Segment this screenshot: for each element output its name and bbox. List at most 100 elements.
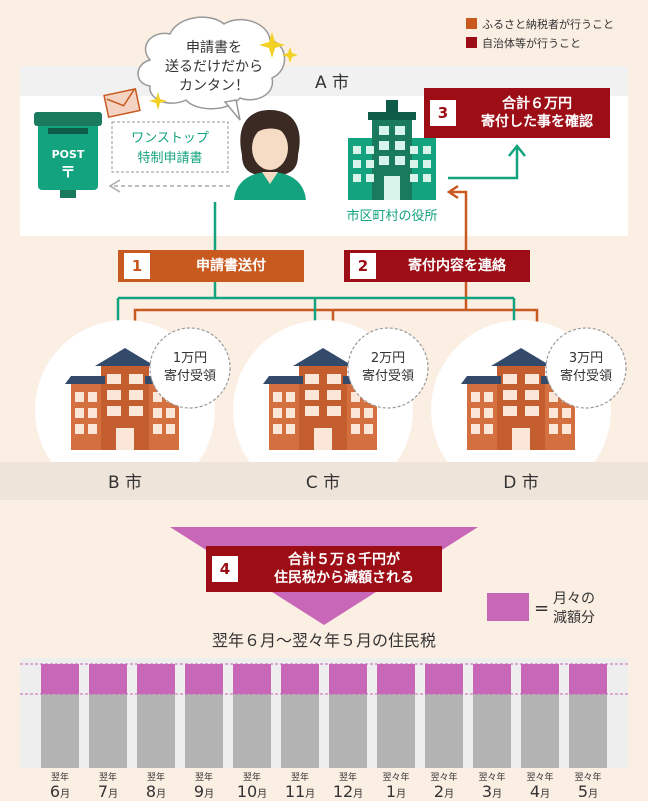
month-label: 12月 (333, 782, 363, 801)
cities-ground-band (0, 462, 648, 500)
month-year-label: 翌々年 (382, 771, 409, 783)
monthly-reduction-bar (569, 664, 607, 694)
step-2-number: 2 (350, 253, 376, 279)
office-label: 市区町村の役所 (346, 208, 437, 224)
monthly-tax-bar (569, 694, 607, 768)
monthly-tax-bar (185, 694, 223, 768)
form-line-2: 特制申請書 (137, 151, 202, 166)
month-label: 6月 (50, 782, 70, 801)
month-year-label: 翌年 (339, 771, 357, 783)
legend: ふるさと納税者が行うこと 自治体等が行うこと (466, 17, 614, 50)
month-label: 3月 (482, 782, 502, 801)
step-2-label: 2 寄付内容を連絡 (344, 250, 530, 282)
monthly-tax-bar (377, 694, 415, 768)
monthly-tax-bar (425, 694, 463, 768)
month-year-label: 翌年 (243, 771, 261, 783)
legend-swatch-orange (466, 18, 477, 29)
legend-label-municipality: 自治体等が行うこと (482, 36, 581, 50)
monthly-reduction-bar (137, 664, 175, 694)
monthly-tax-bar (281, 694, 319, 768)
city-hall-building-icon (348, 100, 436, 200)
month-label: 2月 (434, 782, 454, 801)
step-4-number: 4 (212, 556, 238, 582)
month-year-label: 翌年 (99, 771, 117, 783)
city-c-bubble: 2万円 寄付受領 (347, 327, 429, 409)
month-label: 11月 (285, 782, 315, 801)
city-b-bubble: 1万円 寄付受領 (149, 327, 231, 409)
month-year-label: 翌年 (51, 771, 69, 783)
speech-line-3: カンタン！ (179, 78, 249, 94)
monthly-reduction-bar (185, 664, 223, 694)
city-a-label: A 市 (315, 73, 349, 93)
monthly-tax-bar (137, 694, 175, 768)
speech-cloud: 申請書を 送るだけだから カンタン！ (137, 16, 286, 121)
month-year-label: 翌年 (195, 771, 213, 783)
step-3-number: 3 (430, 100, 456, 126)
speech-line-2: 送るだけだから (165, 59, 263, 75)
municipality-building-icon (65, 348, 185, 450)
monthly-bars (41, 664, 607, 768)
city-b-name: B 市 (108, 473, 142, 493)
monthly-tax-bar (521, 694, 559, 768)
sparkle-icon (149, 32, 298, 110)
month-labels: 翌年6月翌年7月翌年8月翌年9月翌年10月翌年11月翌年12月翌々年1月翌々年2… (50, 771, 602, 801)
monthly-legend-line1: 月々の (553, 591, 595, 607)
step-3-line2: 寄付した事を確認 (481, 114, 593, 130)
monthly-tax-bar (41, 694, 79, 768)
step-2-text: 寄付内容を連絡 (408, 258, 506, 274)
city-d-bubble-line2: 寄付受領 (560, 368, 612, 384)
application-form-box (111, 121, 229, 173)
step-3-line1: 合計６万円 (502, 96, 572, 112)
month-label: 4月 (530, 782, 550, 801)
mail-arrow (108, 179, 230, 193)
monthly-reduction-bar (473, 664, 511, 694)
speech-line-1: 申請書を (186, 40, 242, 56)
step-4-line2: 住民税から減額される (274, 570, 414, 586)
confirm-arrow (448, 143, 526, 180)
city-c-name: C 市 (306, 473, 340, 493)
step-4-line1: 合計５万８千円が (288, 552, 400, 568)
month-year-label: 翌々年 (430, 771, 457, 783)
post-label: POST (52, 148, 85, 161)
month-label: 8月 (146, 782, 166, 801)
monthly-reduction-bar (377, 664, 415, 694)
post-mark: 〒 (60, 163, 75, 181)
month-label: 7月 (98, 782, 118, 801)
city-d-bubble: 3万円 寄付受領 (545, 327, 627, 409)
monthly-reduction-bar (233, 664, 271, 694)
month-year-label: 翌々年 (574, 771, 601, 783)
monthly-legend-equals: = (534, 598, 549, 619)
step-3-text: 合計６万円 寄付した事を確認 (464, 95, 610, 131)
tax-title: 翌年６月〜翌々年５月の住民税 (212, 631, 436, 650)
monthly-reduction-bar (425, 664, 463, 694)
city-d-bubble-line1: 3万円 (569, 351, 603, 366)
taxpayer-person-icon (234, 110, 306, 200)
monthly-reduction-bar (89, 664, 127, 694)
step-4-text: 合計５万８千円が 住民税から減額される (246, 551, 442, 587)
month-year-label: 翌年 (291, 771, 309, 783)
monthly-legend-swatch (487, 593, 529, 621)
step-3-label: 3 合計６万円 寄付した事を確認 (424, 88, 610, 138)
monthly-reduction-bar (521, 664, 559, 694)
postbox-icon: POST 〒 (34, 112, 102, 198)
month-label: 5月 (578, 782, 598, 801)
step-1-text: 申請書送付 (196, 258, 266, 274)
legend-label-taxpayer: ふるさと納税者が行うこと (482, 17, 614, 31)
monthly-reduction-bar (281, 664, 319, 694)
monthly-tax-bar (233, 694, 271, 768)
monthly-reduction-bar (329, 664, 367, 694)
legend-swatch-red (466, 37, 477, 48)
monthly-tax-bar (329, 694, 367, 768)
step-1-label: 1 申請書送付 (118, 250, 304, 282)
month-label: 10月 (237, 782, 267, 801)
form-line-1: ワンストップ (131, 131, 209, 146)
month-year-label: 翌年 (147, 771, 165, 783)
city-c-bubble-line1: 2万円 (371, 351, 405, 366)
month-label: 1月 (386, 782, 406, 801)
monthly-legend-line2: 減額分 (553, 609, 595, 626)
month-year-label: 翌々年 (526, 771, 553, 783)
month-label: 9月 (194, 782, 214, 801)
monthly-tax-bar (89, 694, 127, 768)
step-1-number: 1 (124, 253, 150, 279)
monthly-tax-bar (473, 694, 511, 768)
